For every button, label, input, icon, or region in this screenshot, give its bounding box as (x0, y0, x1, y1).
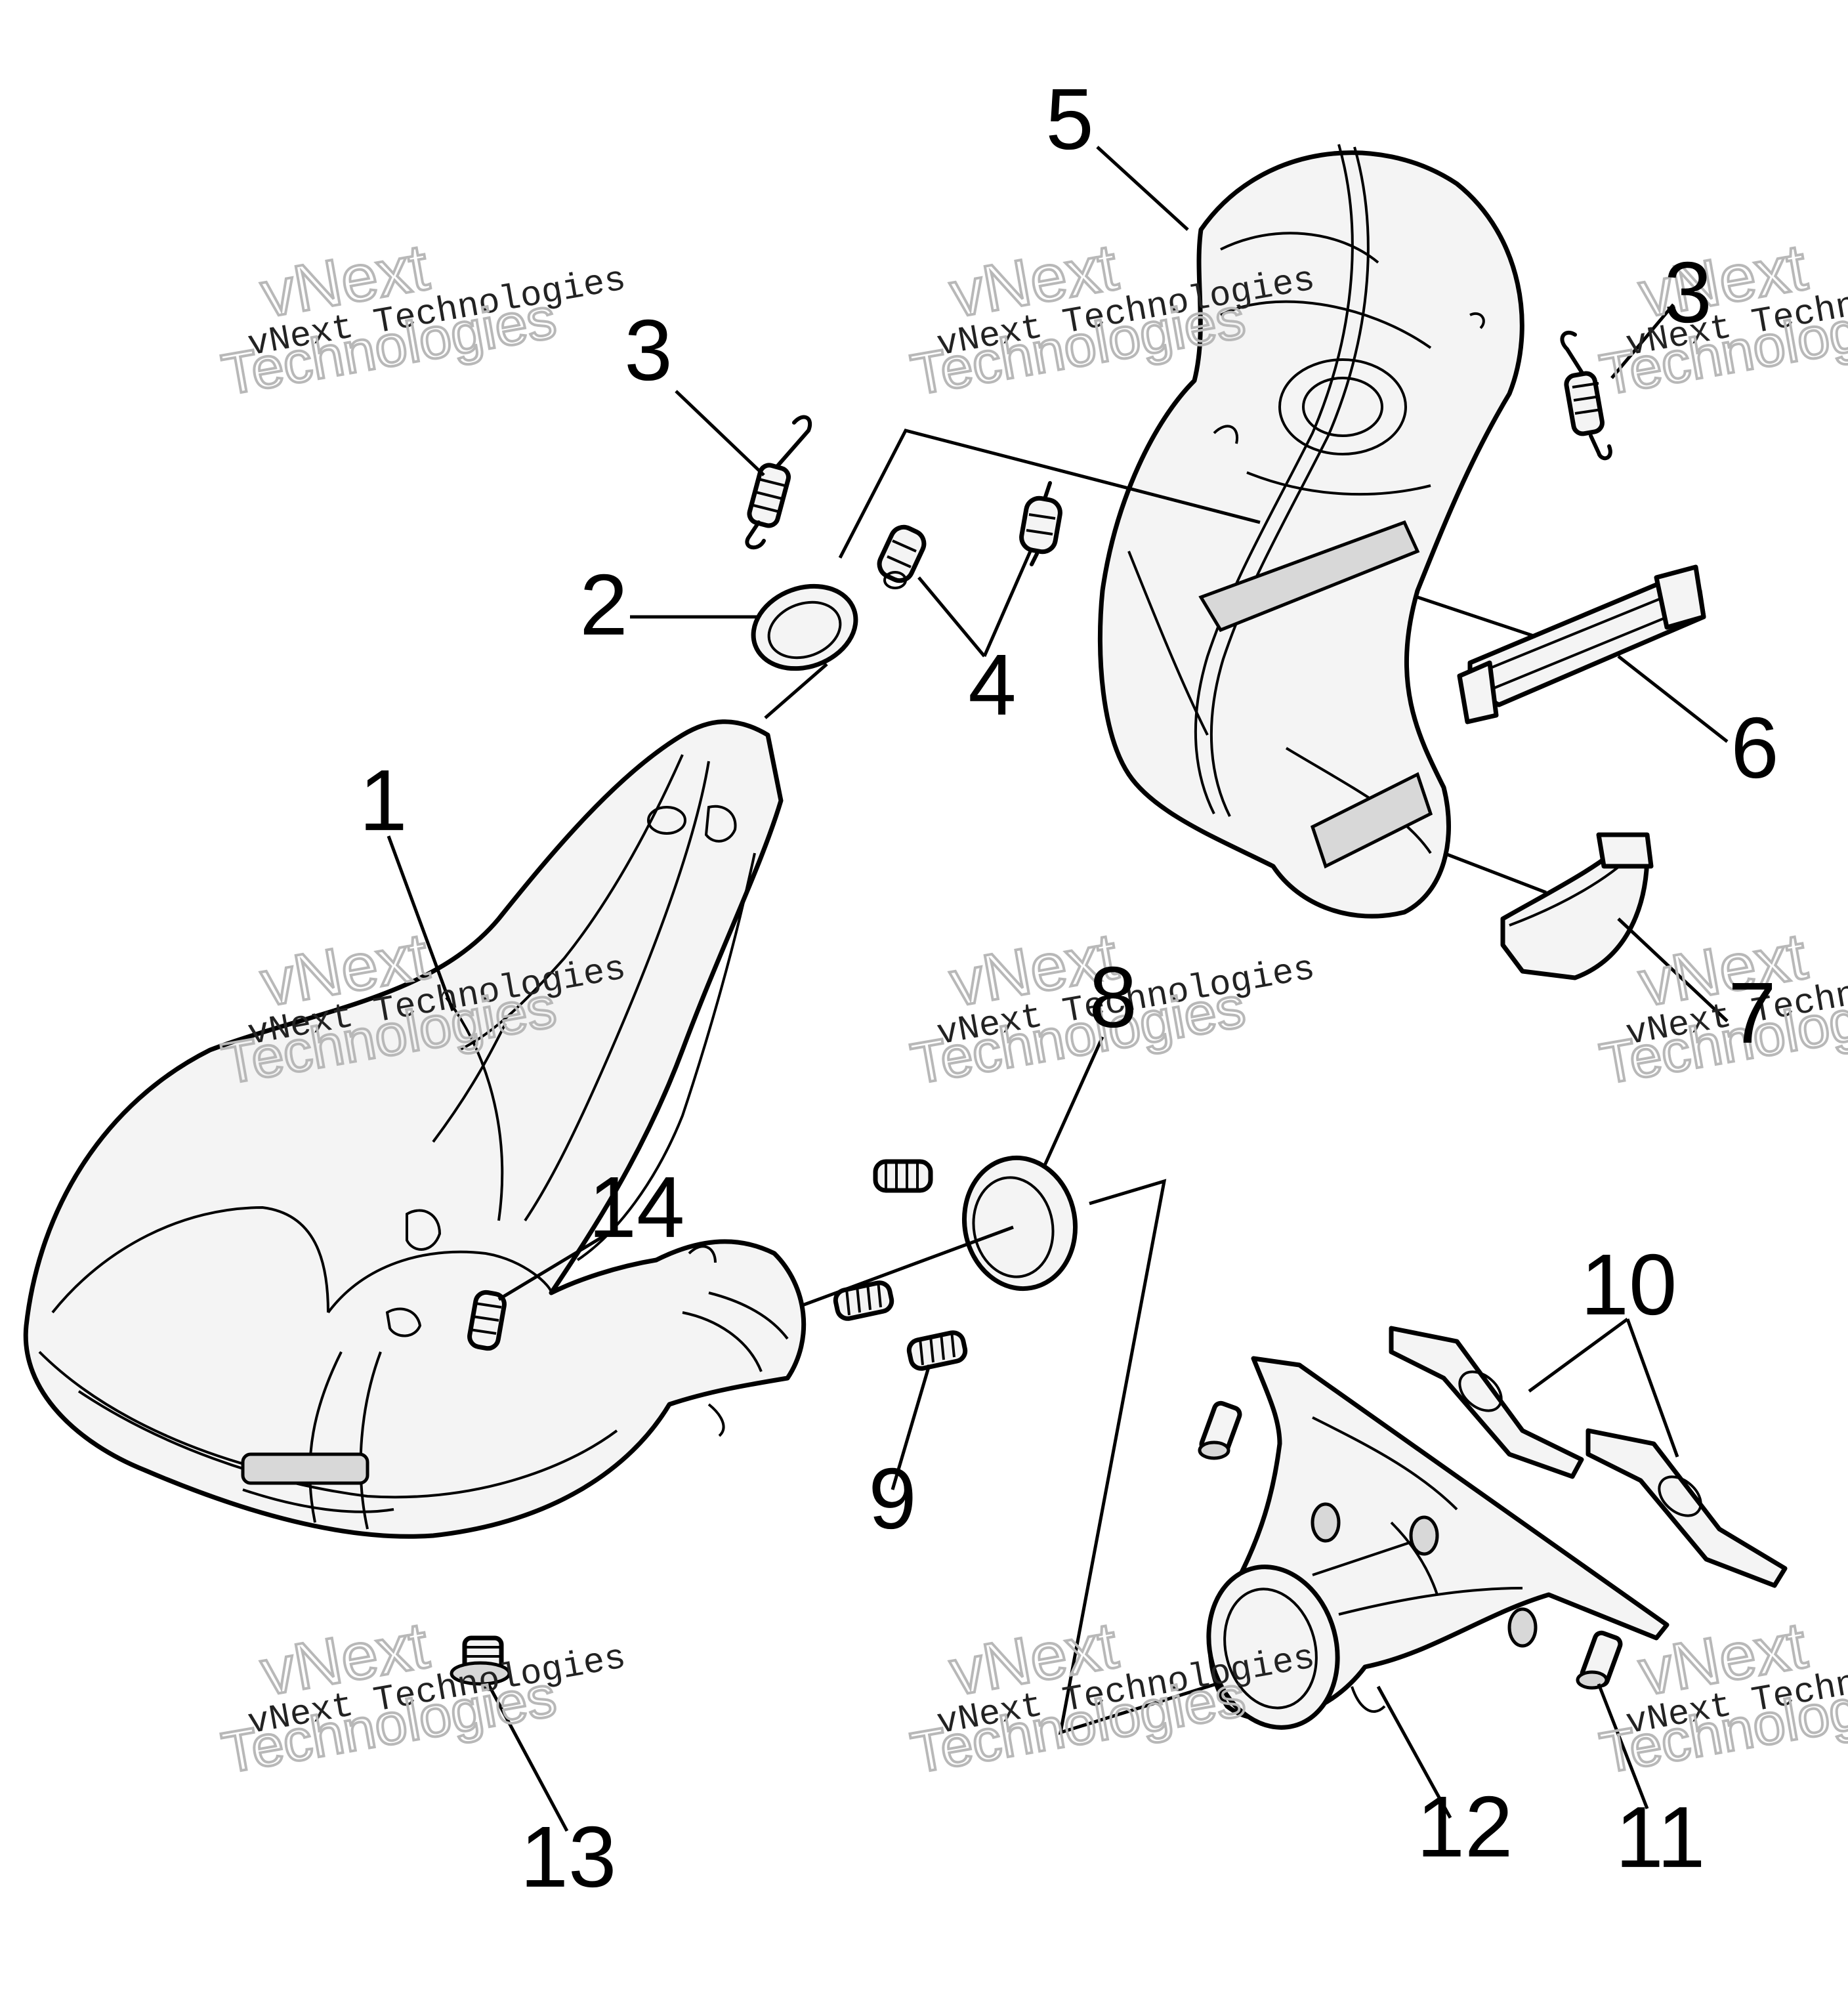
part-9-springs (833, 1159, 968, 1371)
part-12-exhaust-manifold (1206, 1356, 1670, 1730)
callout-11: 11 (1615, 1789, 1705, 1885)
callout-1: 1 (359, 752, 407, 849)
callout-2: 2 (579, 556, 627, 653)
part-5-silencer (1097, 144, 1524, 919)
part-10-gaskets (1389, 1326, 1788, 1588)
part-7-bracket (1500, 832, 1654, 980)
callout-13: 13 (520, 1809, 617, 1905)
callout-6: 6 (1731, 700, 1778, 796)
watermark-top-left: vNext vNext Technologies Technologies (216, 229, 629, 409)
callout-12: 12 (1417, 1778, 1513, 1875)
callout-14: 14 (589, 1159, 685, 1255)
callout-9: 9 (868, 1450, 916, 1547)
callout-7: 7 (1728, 965, 1776, 1061)
part-2-seal-ring (751, 583, 858, 671)
part-11-bolts (1198, 1400, 1623, 1690)
callout-5: 5 (1045, 71, 1093, 167)
part-14-spring (467, 1290, 507, 1351)
part-8-seal-ring (961, 1155, 1078, 1292)
callout-8: 8 (1089, 949, 1137, 1045)
callout-3-right: 3 (1664, 244, 1712, 341)
watermark-bottom-left: vNext vNext Technologies Technologies (216, 1607, 629, 1787)
callout-labels: 1 2 3 3 4 5 6 7 8 9 10 11 12 13 14 (359, 71, 1778, 1905)
callout-10: 10 (1581, 1236, 1677, 1333)
part-1-expansion-chamber (23, 719, 807, 1539)
callout-3-left: 3 (624, 302, 672, 398)
watermark-top-right: vNext vNext Technologies Technologies (1594, 229, 1848, 409)
part-3-spring-right (1560, 330, 1612, 461)
part-13-drain-plug (450, 1635, 511, 1686)
part-3-spring-left (745, 415, 812, 549)
callout-4: 4 (968, 637, 1016, 733)
leader-lines (387, 146, 1729, 1832)
part-6-bracket (1457, 564, 1706, 724)
part-4-spring-clips (877, 481, 1062, 589)
